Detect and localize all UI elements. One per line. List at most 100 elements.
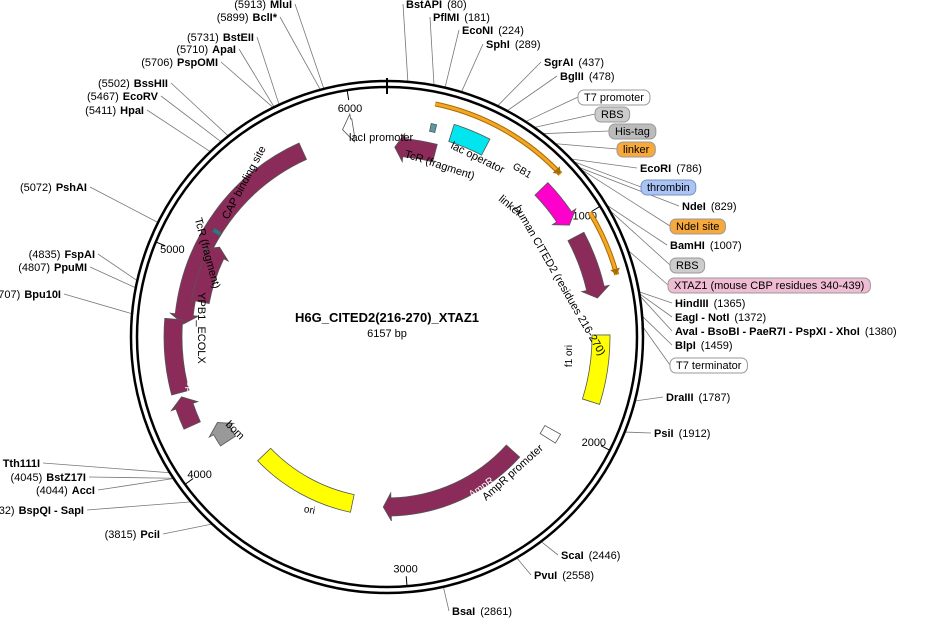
- restriction-site: ScaI(2446): [561, 550, 620, 562]
- feature-tag-label: T7 promoter: [584, 92, 644, 104]
- site-name: ApaI: [212, 44, 236, 56]
- restriction-site: ApaI(5710): [176, 44, 236, 56]
- restriction-site: PsiI (1912): [654, 428, 710, 440]
- site-leader: [402, 3, 409, 82]
- site-name: BamHI: [670, 240, 705, 252]
- site-name: AvaI - BsoBI - PaeR7I - PspXI - XhoI: [675, 326, 860, 338]
- site-position: (5467): [87, 91, 119, 103]
- site-leader: [279, 16, 321, 91]
- site-leader: [146, 109, 211, 153]
- site-position: (181): [464, 12, 490, 24]
- tick-mark: [155, 241, 166, 247]
- site-name: PsiI: [654, 428, 674, 440]
- restriction-site: PflMI(181): [433, 12, 490, 24]
- feature-tag-box: [669, 218, 726, 235]
- tag-leader: [608, 209, 671, 266]
- tick-mark: [405, 576, 408, 587]
- site-position: (4045): [10, 472, 42, 484]
- feature-bom: [208, 422, 237, 447]
- site-position: (5731): [187, 32, 219, 44]
- feature-lacI: [169, 142, 308, 325]
- feature-rop: [170, 396, 201, 430]
- site-leader: [220, 61, 274, 108]
- restriction-site: BstEII(5731): [187, 32, 254, 44]
- site-position: (5502): [98, 78, 130, 90]
- site-position: (3815): [105, 529, 137, 541]
- feature-tag-label: XTAZ1 (mouse CBP residues 340-439): [674, 280, 864, 292]
- site-leader: [639, 293, 673, 318]
- site-position: (3932): [0, 505, 15, 517]
- site-position: (289): [515, 39, 541, 51]
- site-leader: [570, 158, 638, 169]
- map-length: 6157 bp: [367, 328, 407, 340]
- feature-label: lacI promoter: [349, 132, 414, 144]
- restriction-site: PciI(3815): [105, 529, 160, 541]
- site-position: (2446): [589, 550, 621, 562]
- restriction-sites: MluI(5913)BclI*(5899)BstEII(5731)ApaI(57…: [0, 0, 897, 618]
- site-position: (5072): [20, 182, 52, 194]
- feature-human-cited2: [567, 231, 611, 299]
- site-leader: [86, 501, 192, 511]
- site-position: (4807): [18, 262, 50, 274]
- feature-tag-label: RBS: [601, 109, 624, 121]
- site-leader: [461, 43, 484, 93]
- feature-label: GB1: [510, 161, 533, 181]
- tick-mark: [591, 205, 601, 212]
- restriction-site: BglII(478): [560, 71, 615, 83]
- site-position: (4835): [29, 249, 61, 261]
- site-name: PvuI: [534, 570, 557, 582]
- restriction-site: FspAI(4835): [29, 249, 95, 261]
- feature-tag: linker: [616, 141, 656, 158]
- feature-tag: NdeI site: [669, 218, 726, 235]
- site-name: AccI: [72, 485, 95, 497]
- feature-tags: T7 promoterRBSHis-taglinkerthrombinNdeI …: [577, 89, 871, 374]
- tick-mark: [184, 478, 194, 485]
- site-name: EagI - NotI: [675, 312, 729, 324]
- feature-ampr-promoter: [539, 424, 562, 444]
- tick-label: 5000: [160, 244, 184, 256]
- site-name: PciI: [140, 529, 160, 541]
- restriction-site: BamHI (1007): [670, 240, 742, 252]
- feature-label: f1 ori: [564, 345, 575, 367]
- feature-tag: thrombin: [640, 179, 697, 196]
- site-leader: [89, 266, 136, 289]
- site-position: (5899): [217, 12, 249, 24]
- feature-tag: T7 terminator: [669, 357, 748, 374]
- feature-tag-label: RBS: [676, 260, 699, 272]
- site-position: (80): [447, 0, 467, 11]
- site-leader: [641, 315, 673, 346]
- restriction-site: PflFI - Tth111I(4070): [0, 458, 40, 470]
- tick-mark: [600, 445, 611, 451]
- site-position: (2861): [480, 606, 512, 618]
- site-position: (1007): [710, 240, 742, 252]
- site-leader: [506, 75, 558, 112]
- site-leader: [639, 295, 673, 332]
- site-leader: [497, 61, 542, 107]
- site-name: SphI: [486, 39, 510, 51]
- restriction-site: EagI - NotI(1372): [675, 312, 766, 324]
- site-position: (829): [711, 201, 737, 213]
- site-position: (1787): [699, 392, 731, 404]
- site-leader: [238, 48, 275, 108]
- feature-tcr-fragment-left: [190, 246, 230, 304]
- tick-label: 4000: [187, 469, 211, 481]
- feature-label: rop: [184, 378, 195, 393]
- site-position: (1912): [679, 428, 711, 440]
- site-position: (786): [676, 163, 702, 175]
- site-leader: [578, 166, 680, 207]
- site-name: SgrAI: [544, 57, 573, 69]
- feature-tag-box: [669, 257, 706, 274]
- feature-lacI-promoter: [342, 112, 356, 143]
- feature-tcr-fragment-top: [394, 132, 438, 164]
- site-position: (4044): [36, 485, 68, 497]
- site-leader: [444, 29, 460, 88]
- site-leader: [638, 291, 673, 304]
- tick-label: 3000: [393, 563, 417, 575]
- feature-tag-box: [669, 357, 748, 374]
- feature-tag-box: [577, 89, 651, 106]
- site-position: (1459): [701, 340, 733, 352]
- site-leader-lines: [42, 3, 680, 612]
- orange-arcs: [434, 101, 620, 276]
- restriction-site: HpaI(5411): [85, 105, 144, 117]
